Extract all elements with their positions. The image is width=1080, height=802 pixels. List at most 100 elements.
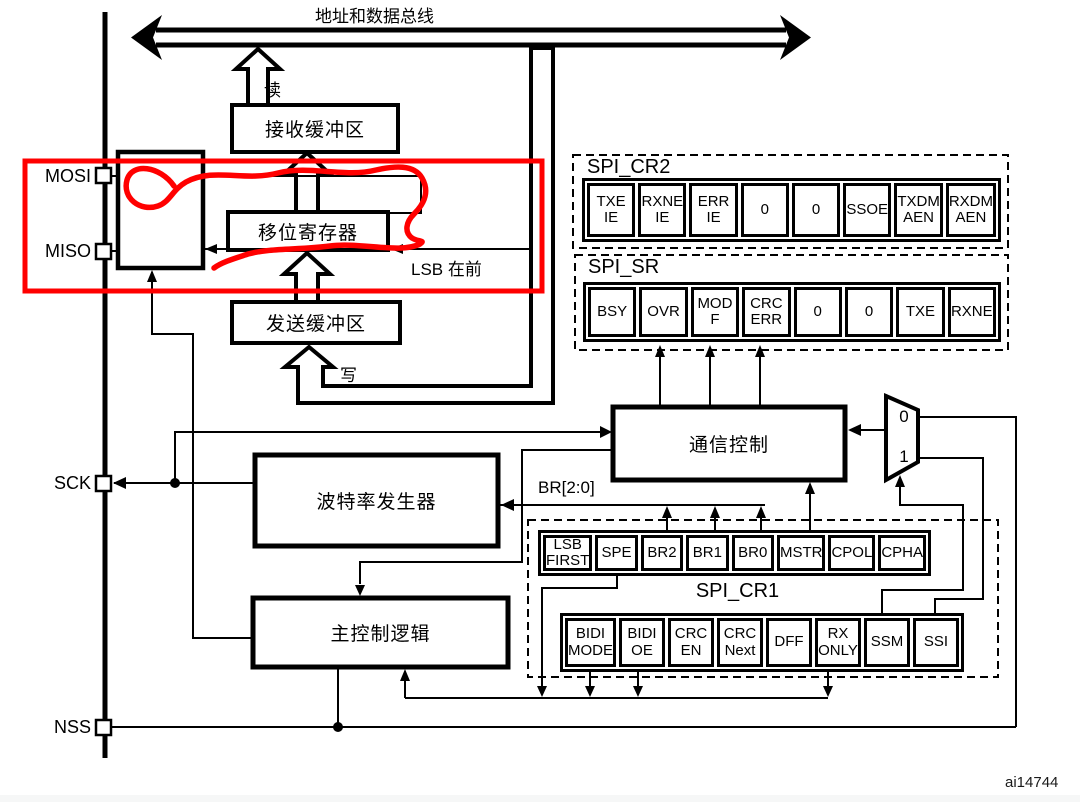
register-group-borders [527, 154, 1009, 678]
mux-out-arrowhead [848, 424, 861, 436]
sck-to-comm-arrowhead [600, 426, 612, 438]
read-path-block-arrow [230, 46, 286, 107]
receive-buffer-label: 接收缓冲区 [264, 120, 365, 141]
mux-select-arrowhead [895, 475, 905, 487]
sck-arrowhead [113, 477, 126, 489]
figure-id-label: ai14744 [1005, 774, 1059, 791]
nss-wire [112, 667, 1016, 728]
sr-bit-rxne: RXNE [947, 287, 996, 337]
miso-arrowhead [205, 244, 217, 254]
page-bottom-strip [0, 795, 1080, 802]
lsb-first-label: LSB 在前 [411, 260, 482, 279]
transmit-buffer-box [230, 300, 402, 345]
sr-bit-modf: MOD F [690, 287, 740, 337]
shift-register-label: 移位寄存器 [257, 222, 358, 244]
spi-cr1-title: SPI_CR1 [695, 580, 780, 602]
comm-control-label: 通信控制 [688, 435, 769, 456]
transmit-to-shift-block-arrow [278, 250, 336, 304]
cr1-bit-mstr: MSTR [776, 535, 826, 571]
nss-junction-dot [333, 722, 343, 732]
sr-bit-res1: 0 [793, 287, 842, 337]
cr1-bit-rxonly: RX ONLY [815, 618, 861, 667]
cr1-bit-br1: BR1 [686, 535, 729, 571]
cr1-bit-spe: SPE [595, 535, 638, 571]
pin-pads [94, 166, 113, 737]
sr-bit-bsy: BSY [588, 287, 637, 337]
spi-cr2-title: SPI_CR2 [587, 156, 671, 178]
baud-gen-box [252, 452, 501, 549]
cr1-bit-cpha: CPHA [878, 535, 927, 571]
mosi-pin-label: MOSI [44, 166, 91, 186]
ssm-select-wire [881, 487, 964, 613]
write-label: 写 [340, 366, 357, 385]
function-boxes [115, 103, 848, 670]
br-label: BR[2:0] [538, 478, 595, 497]
mstr-arrowhead [805, 482, 815, 494]
nss-mux [884, 392, 920, 484]
read-label: 读 [264, 81, 281, 100]
mux-input-0-label: 0 [899, 407, 909, 426]
cr1-bit-br0: BR0 [731, 535, 774, 571]
spi-cr2-row: TXE IE RXNE IE ERR IE 0 0 SSOE TXDM AEN … [582, 178, 1001, 242]
sck-pin-pad [94, 474, 113, 493]
rxonly-arrowhead [823, 686, 833, 697]
bus-left-arrowhead [131, 15, 162, 60]
sck-junction-dot [170, 478, 180, 488]
receive-buffer-box [230, 103, 400, 154]
pinbox-control-wire [151, 272, 253, 639]
miso-pin-pad [94, 242, 113, 261]
red-annotation-rectangle [22, 158, 545, 294]
br0-arrowhead [756, 506, 766, 518]
spi-cr1-row1: LSB FIRST SPE BR2 BR1 BR0 MSTR CPOL CPHA [538, 530, 931, 576]
pinbox-feed-arrowhead [147, 270, 157, 282]
cr1-bit-dff: DFF [766, 618, 812, 667]
spi-sr-row: BSY OVR MOD F CRC ERR 0 0 TXE RXNE [583, 282, 1001, 342]
cr1-bit-crcnext: CRC Next [717, 618, 763, 667]
cr1-collector-wire [404, 680, 828, 699]
address-data-bus [131, 15, 811, 60]
spe-arrowhead [537, 686, 547, 697]
spi-cr2-dashed-box [572, 154, 1009, 249]
cr2-bit-rxdmaen: RXDM AEN [945, 183, 996, 237]
bidimode-arrowhead [585, 686, 595, 697]
write-path-block-arrow [279, 46, 555, 405]
sr-bit-txe: TXE [896, 287, 945, 337]
mosi-pin-pad [94, 166, 113, 185]
comm-to-master-wire [359, 449, 613, 584]
sck-pin-label: SCK [53, 473, 91, 493]
mux-in0-wire [918, 416, 1017, 727]
mux-input-1-label: 1 [899, 447, 909, 466]
cr1-bit-cpol: CPOL [828, 535, 876, 571]
red-annotation-scribble [123, 164, 429, 271]
nss-pin-pad [94, 718, 113, 737]
cr2-bit-errie: ERR IE [689, 183, 738, 237]
br1-arrowhead [710, 506, 720, 518]
master-logic-label: 主控制逻辑 [330, 624, 431, 645]
cr2-bit-txeie: TXE IE [587, 183, 636, 237]
cr2-bit-txdmaen: TXDM AEN [894, 183, 943, 237]
baud-gen-label: 波特率发生器 [316, 492, 437, 513]
transmit-buffer-label: 发送缓冲区 [265, 314, 366, 335]
spi-cr1-dashed-box [527, 519, 999, 678]
spi-cr1-row2: BIDI MODE BIDI OE CRC EN CRC Next DFF RX… [560, 613, 964, 672]
spi-sr-dashed-box [574, 254, 1009, 351]
comm-to-master-arrowhead [355, 585, 365, 596]
bidioe-arrowhead [633, 686, 643, 697]
bus-label: 地址和数据总线 [315, 7, 434, 26]
comm-control-box [610, 404, 848, 483]
cr1-bit-ssm: SSM [864, 618, 910, 667]
ssi-wire [918, 457, 984, 613]
cr1-bit-crcen: CRC EN [668, 618, 714, 667]
sck-branch-wire [174, 431, 610, 483]
master-logic-box [250, 595, 511, 670]
br-arrowhead [501, 499, 514, 511]
sr-bit-res2: 0 [844, 287, 894, 337]
crcerr-arrowhead [755, 345, 765, 357]
collector-to-master-arrowhead [400, 669, 410, 681]
spe-wire [541, 575, 618, 687]
nss-pin-label: NSS [53, 717, 91, 737]
miso-pin-label: MISO [44, 241, 91, 261]
cr1-bit-ssi: SSI [913, 618, 959, 667]
cr2-bit-rxneie: RXNE IE [638, 183, 687, 237]
